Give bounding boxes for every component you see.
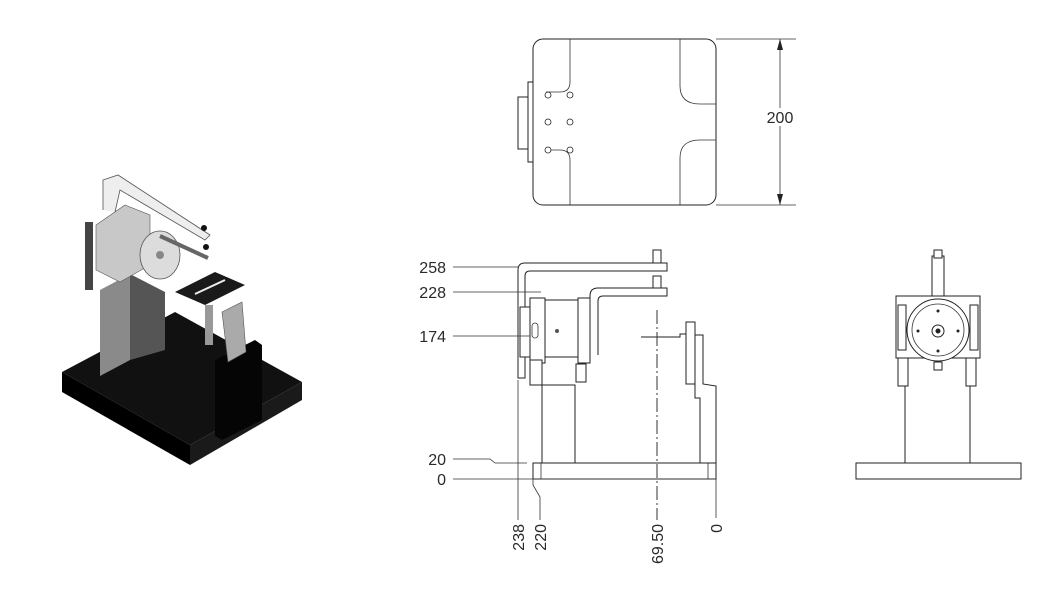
ordinate-line-220 (532, 479, 541, 520)
iso-screw-2 (203, 244, 209, 250)
side-micrometer-right (965, 357, 977, 387)
ordinate-line-20 (453, 458, 527, 464)
iso-sample-plate (175, 272, 245, 305)
ordinate-label-20: 20 (428, 452, 446, 469)
ordinate-label-0-horizontal: 0 (709, 524, 726, 533)
iso-column-front (100, 274, 130, 376)
front-view: 258 228 174 20 0 238 220 69.50 0 (419, 249, 726, 564)
iso-micrometer-2 (205, 305, 213, 345)
ordinate-label-238: 238 (511, 524, 528, 551)
ordinate-label-69-50: 69.50 (650, 524, 667, 564)
front-micrometer (529, 359, 543, 386)
top-view: 200 (517, 38, 797, 206)
dimension-label-200: 200 (767, 110, 794, 127)
front-base (532, 462, 717, 480)
iso-arm-lower (159, 234, 209, 260)
ordinate-label-0: 0 (437, 472, 446, 489)
iso-micrometer (85, 222, 93, 290)
side-micrometer-left (897, 357, 909, 387)
ordinate-label-258: 258 (419, 260, 446, 277)
iso-column-side (130, 274, 165, 360)
iso-base-front (62, 372, 190, 465)
isometric-view (62, 174, 302, 465)
top-view-holes (544, 91, 574, 154)
side-base (855, 462, 1022, 480)
front-column (541, 384, 576, 464)
side-view (855, 249, 1022, 480)
iso-screw-1 (201, 225, 207, 231)
iso-support-block (215, 340, 262, 440)
ordinate-label-220: 220 (533, 524, 550, 551)
iso-base-top (62, 312, 302, 445)
iso-arm (102, 174, 211, 241)
front-rotary-body (544, 299, 579, 358)
ordinate-label-228: 228 (419, 285, 446, 302)
front-screw-mid (652, 275, 662, 289)
side-stem (931, 255, 945, 301)
front-stage-micrometer (685, 321, 696, 385)
ordinate-label-174: 174 (419, 329, 446, 346)
iso-rotary-head (95, 204, 151, 283)
front-screw-top (652, 249, 662, 264)
iso-disc-hole (156, 251, 164, 259)
iso-stage (221, 301, 247, 363)
